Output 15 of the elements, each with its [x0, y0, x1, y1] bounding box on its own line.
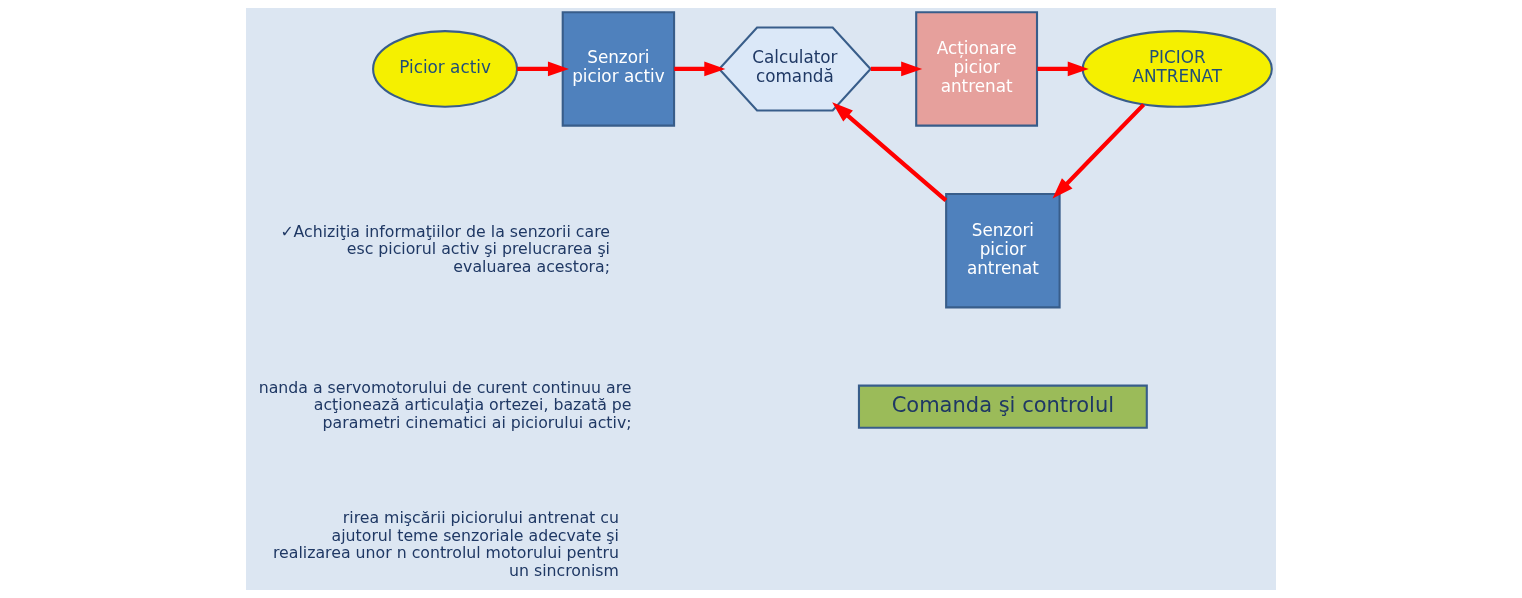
node-box: Senzori picior activ — [561, 11, 676, 127]
label: nanda a servomotorului de curent continuu are acţionează articulaţia ortezei, bazată pe parametri cinematici ai piciorului activ; — [258, 377, 632, 433]
arrow — [1052, 103, 1146, 199]
node-ellipse: PICIOR ANTRENAT — [1081, 30, 1273, 108]
arrow — [674, 61, 726, 77]
node-box: Acționare picior antrenat — [915, 11, 1039, 127]
node-ellipse: Picior activ — [372, 30, 519, 108]
label: ✓Achiziţia informaţiilor de la senzorii care esc piciorul activ şi prelucrarea şi evaluarea acestora; — [280, 221, 610, 277]
node-box: Senzori picior antrenat — [945, 192, 1061, 309]
arrow — [832, 102, 948, 202]
node-box: Comanda şi controlul — [857, 384, 1148, 429]
arrow — [870, 61, 923, 77]
arrow — [517, 61, 569, 77]
label: rirea mişcării piciorului antrenat cu ajutorul teme senzoriale adecvate şi realizarea unor n controlul motorului pentru un sincronism — [272, 507, 619, 581]
arrow — [1037, 61, 1089, 77]
